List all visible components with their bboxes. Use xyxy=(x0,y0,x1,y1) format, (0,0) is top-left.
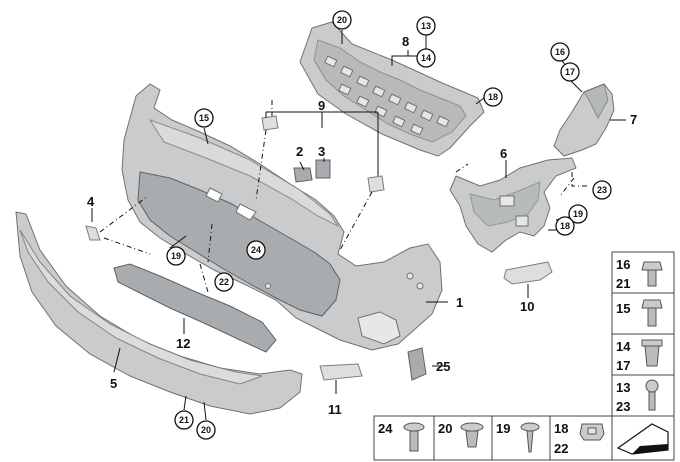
svg-text:23: 23 xyxy=(616,399,630,414)
svg-text:21: 21 xyxy=(616,276,630,291)
front-spoiler xyxy=(15,211,303,415)
legend-row-14-17: 14 17 xyxy=(616,339,663,373)
nut-insert-icon xyxy=(641,339,663,367)
plastic-clip-icon xyxy=(460,422,484,448)
callout-25: 25 xyxy=(436,359,450,374)
circle-callout-15: 15 xyxy=(194,108,214,128)
callout-8: 8 xyxy=(402,34,409,49)
circle-callout-16: 16 xyxy=(550,42,570,62)
svg-text:16: 16 xyxy=(555,47,565,57)
callout-12: 12 xyxy=(176,336,190,351)
legend-cell-18-22: 18 22 xyxy=(554,421,605,456)
svg-text:19: 19 xyxy=(171,251,181,261)
svg-text:20: 20 xyxy=(337,15,347,25)
legend-cell-19: 19 xyxy=(496,421,540,453)
svg-text:20: 20 xyxy=(201,425,211,435)
circle-callout-17: 17 xyxy=(560,62,580,82)
circle-callout-24: 24 xyxy=(246,240,266,260)
svg-text:13: 13 xyxy=(421,21,431,31)
mounting-clip-right xyxy=(367,175,385,193)
part-callouts: 1 2 3 4 5 6 7 8 9 10 11 12 25 xyxy=(87,34,637,417)
callout-10: 10 xyxy=(520,299,534,314)
flange-bolt-icon xyxy=(641,261,663,287)
circle-callout-14-top: 14 xyxy=(416,48,436,68)
callout-11: 11 xyxy=(328,402,342,417)
screw-icon xyxy=(645,379,659,411)
callout-3: 3 xyxy=(318,144,325,159)
circled-callouts: 20 13 14 18 16 17 15 23 19 18 24 19 22 2… xyxy=(166,10,612,440)
circle-callout-18-right: 18 xyxy=(555,216,575,236)
callout-2: 2 xyxy=(296,144,303,159)
svg-text:23: 23 xyxy=(597,185,607,195)
svg-text:14: 14 xyxy=(616,339,631,354)
upper-grille-carrier xyxy=(299,21,485,157)
svg-text:14: 14 xyxy=(421,53,431,63)
direction-arrow-icon xyxy=(616,423,669,455)
svg-text:17: 17 xyxy=(565,67,575,77)
callout-5: 5 xyxy=(110,376,117,391)
fastener-legend-bottom: 24 20 19 18 22 xyxy=(373,415,675,461)
legend-row-15: 15 xyxy=(616,299,663,327)
assembly-lines xyxy=(99,100,588,293)
trim-strip xyxy=(319,363,363,381)
svg-text:22: 22 xyxy=(219,277,229,287)
callout-4: 4 xyxy=(87,194,95,209)
callout-6: 6 xyxy=(500,146,507,161)
legend-cell-20: 20 xyxy=(438,421,484,448)
svg-text:24: 24 xyxy=(251,245,261,255)
callout-1: 1 xyxy=(456,295,463,310)
svg-text:19: 19 xyxy=(496,421,510,436)
svg-text:17: 17 xyxy=(616,358,630,373)
svg-text:18: 18 xyxy=(560,221,570,231)
right-side-bracket xyxy=(553,83,615,157)
svg-text:16: 16 xyxy=(616,257,630,272)
side-cap xyxy=(407,347,427,381)
bumper-cover xyxy=(121,83,443,351)
legend-row-16-21: 16 21 xyxy=(616,257,663,291)
tow-hook-cover xyxy=(85,225,101,241)
svg-text:24: 24 xyxy=(378,421,393,436)
svg-text:15: 15 xyxy=(199,113,209,123)
svg-text:21: 21 xyxy=(179,415,189,425)
callout-9: 9 xyxy=(318,98,325,113)
circle-callout-22: 22 xyxy=(214,272,234,292)
circle-callout-21: 21 xyxy=(174,410,194,430)
bracket-clip-left xyxy=(293,167,313,183)
bumper-carrier-bracket xyxy=(449,157,577,253)
circle-callout-19-right: 19 xyxy=(568,204,588,224)
svg-text:18: 18 xyxy=(488,92,498,102)
circle-callout-13-top: 13 xyxy=(416,16,436,36)
svg-text:20: 20 xyxy=(438,421,452,436)
svg-text:22: 22 xyxy=(554,441,568,456)
bolt-icon xyxy=(641,299,663,327)
legend-row-13-23: 13 23 xyxy=(616,379,659,414)
mounting-clip-top xyxy=(261,115,279,131)
self-tapping-screw-icon xyxy=(520,422,540,453)
spring-nut-icon xyxy=(579,423,605,441)
bracket-clip-right xyxy=(315,159,331,179)
svg-text:15: 15 xyxy=(616,301,630,316)
svg-text:13: 13 xyxy=(616,380,630,395)
circle-callout-18-top: 18 xyxy=(483,87,503,107)
callout-7: 7 xyxy=(630,112,637,127)
expansion-rivet-icon xyxy=(403,422,425,452)
circle-callout-23: 23 xyxy=(592,180,612,200)
svg-text:18: 18 xyxy=(554,421,568,436)
circle-callout-19-left: 19 xyxy=(166,246,186,266)
lower-grille xyxy=(113,263,277,353)
fastener-legend-right: 16 21 15 14 17 13 23 xyxy=(611,251,675,417)
circle-callout-20-bottom: 20 xyxy=(196,420,216,440)
circle-callout-20-top: 20 xyxy=(332,10,352,30)
svg-text:19: 19 xyxy=(573,209,583,219)
lower-trim-piece xyxy=(503,261,553,285)
legend-cell-24: 24 xyxy=(378,421,425,452)
